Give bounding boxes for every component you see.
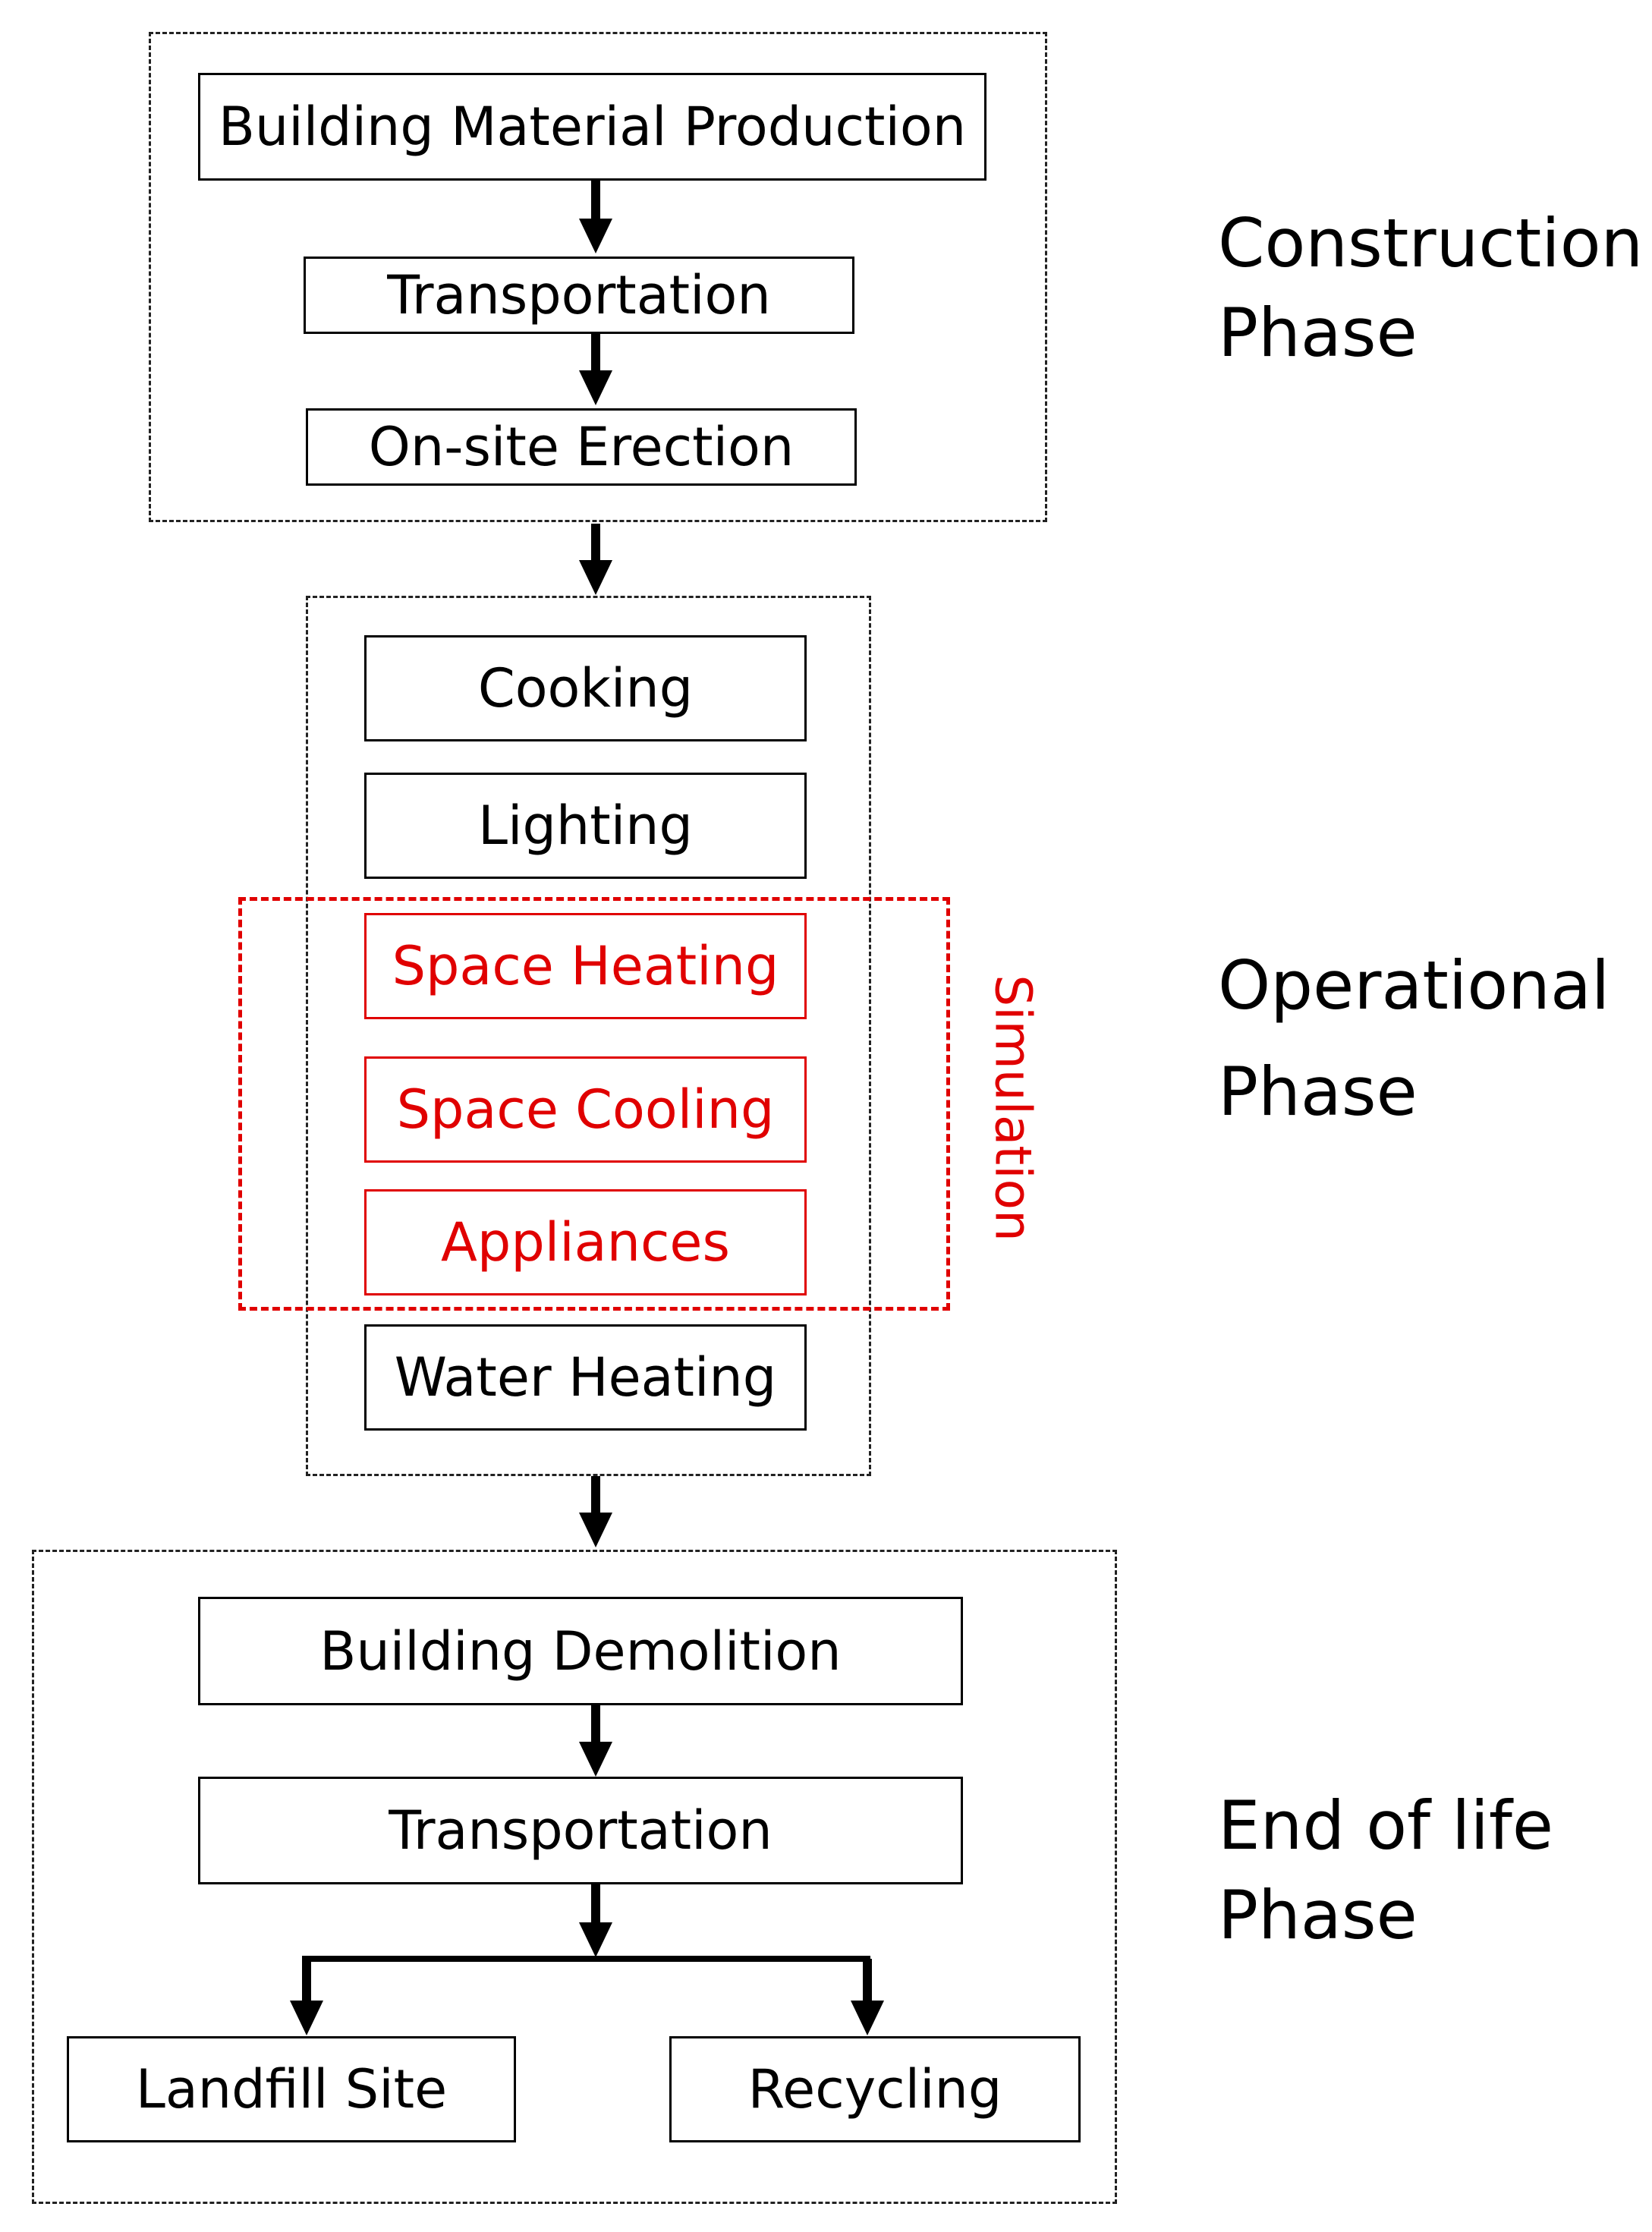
recycling-box: Recycling: [669, 2036, 1081, 2142]
operational-phase-label: Operational Phase: [1218, 946, 1610, 1131]
endoflife-transportation-box: Transportation: [198, 1777, 963, 1884]
lighting-box: Lighting: [364, 773, 807, 879]
building-demolition-box: Building Demolition: [198, 1597, 963, 1705]
onsite-erection-box: On-site Erection: [306, 408, 857, 486]
appliances-box: Appliances: [364, 1189, 807, 1295]
building-material-production-box: Building Material Production: [198, 73, 986, 181]
cooking-box: Cooking: [364, 635, 807, 741]
simulation-group: [238, 897, 950, 1311]
end-of-life-phase-label: End of life Phase: [1218, 1787, 1554, 1954]
operational-phase-group: [306, 596, 871, 1476]
space-heating-box: Space Heating: [364, 913, 807, 1019]
construction-phase-group: [149, 32, 1047, 522]
end-of-life-phase-group: [32, 1550, 1117, 2204]
landfill-site-box: Landfill Site: [67, 2036, 516, 2142]
water-heating-box: Water Heating: [364, 1324, 807, 1431]
space-cooling-box: Space Cooling: [364, 1056, 807, 1163]
construction-transportation-box: Transportation: [304, 257, 854, 334]
construction-phase-label: Construction Phase: [1218, 204, 1644, 372]
